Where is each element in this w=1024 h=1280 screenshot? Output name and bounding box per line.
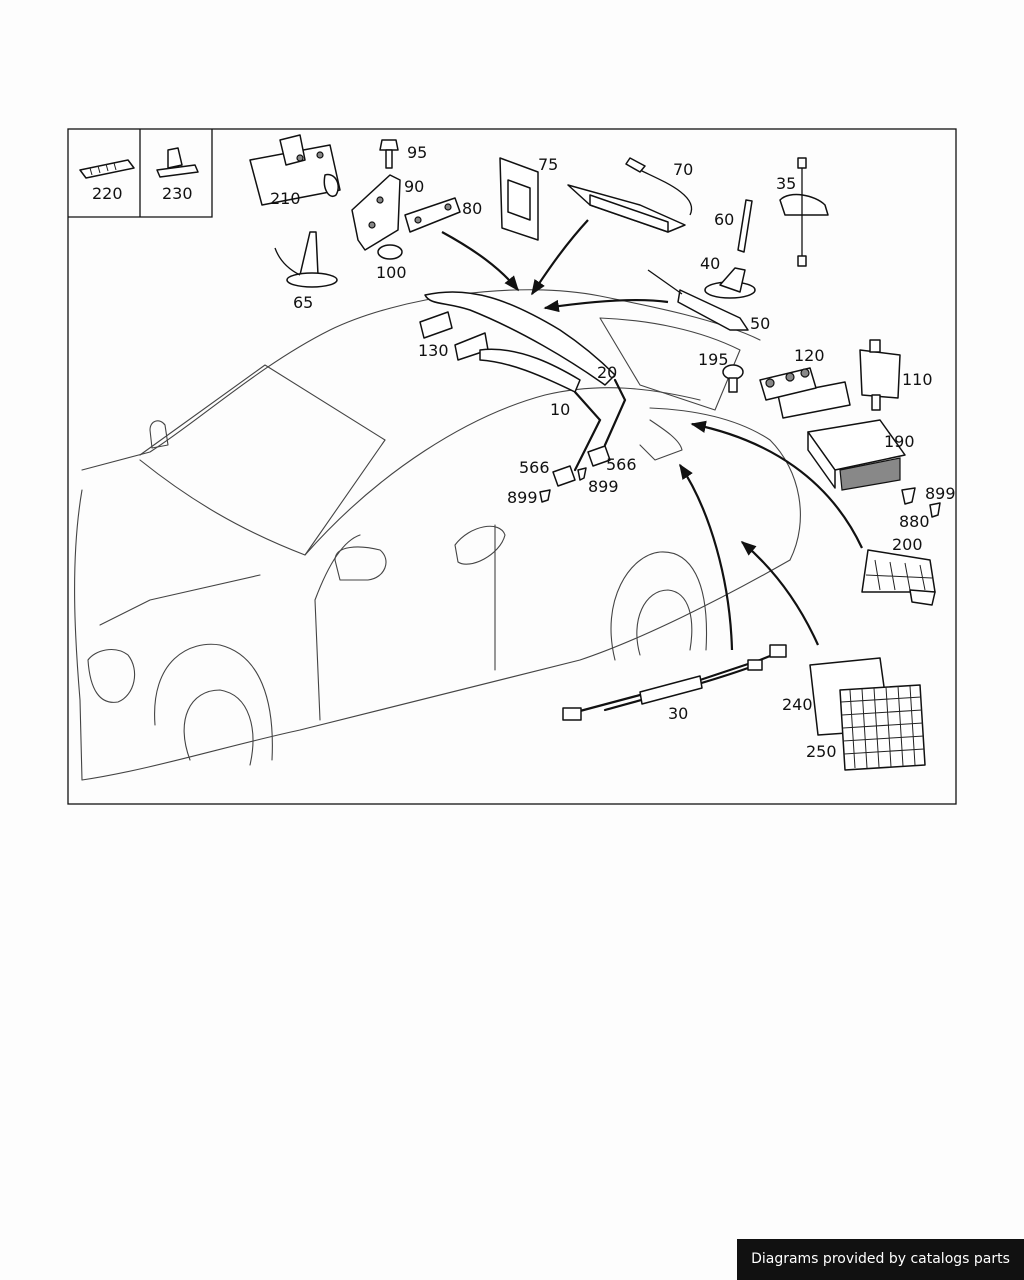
part-250-grille[interactable]	[839, 684, 926, 771]
label-80: 80	[462, 199, 482, 218]
label-899-right: 899	[925, 484, 956, 503]
part-75-module[interactable]	[499, 157, 539, 241]
label-100: 100	[376, 263, 407, 282]
label-190: 190	[884, 432, 915, 451]
part-30-harness[interactable]	[562, 644, 787, 721]
credit-badge: Diagrams provided by catalogs parts	[737, 1239, 1024, 1280]
label-240: 240	[782, 695, 813, 714]
credit-text: Diagrams provided by catalogs parts	[751, 1251, 1010, 1267]
part-40-base[interactable]	[704, 267, 756, 299]
label-50: 50	[750, 314, 770, 333]
label-30: 30	[668, 704, 688, 723]
label-120: 120	[794, 346, 825, 365]
label-95: 95	[407, 143, 427, 162]
label-899-mid: 899	[588, 477, 619, 496]
part-130-clips[interactable]	[419, 311, 489, 361]
part-210-bracket[interactable]	[249, 134, 341, 206]
part-110-module[interactable]	[859, 339, 901, 411]
car-outline	[74, 289, 801, 781]
part-60-rod-antenna[interactable]	[737, 199, 753, 253]
part-190-control-unit[interactable]	[807, 419, 906, 491]
label-195: 195	[698, 350, 729, 369]
part-230-holder[interactable]	[156, 147, 199, 178]
part-35-shark-antenna[interactable]	[779, 157, 829, 267]
part-899-screws[interactable]	[539, 467, 941, 518]
inset-box	[68, 129, 213, 218]
part-10-curtain-airbag[interactable]	[479, 348, 627, 472]
part-100-grommet[interactable]	[377, 244, 403, 260]
label-200: 200	[892, 535, 923, 554]
part-566-connectors[interactable]	[552, 445, 611, 487]
label-110: 110	[902, 370, 933, 389]
label-566-left: 566	[519, 458, 550, 477]
label-899-left: 899	[507, 488, 538, 507]
part-90-bracket[interactable]	[351, 174, 401, 251]
part-80-plate[interactable]	[404, 197, 461, 233]
label-75: 75	[538, 155, 558, 174]
label-130: 130	[418, 341, 449, 360]
label-40: 40	[700, 254, 720, 273]
assembly-arrows	[441, 219, 863, 651]
part-120-amplifier[interactable]	[759, 367, 851, 419]
label-35: 35	[776, 174, 796, 193]
label-20: 20	[597, 363, 617, 382]
diagram-frame	[67, 128, 957, 805]
label-250: 250	[806, 742, 837, 761]
label-230: 230	[162, 184, 193, 203]
part-200-bracket[interactable]	[861, 549, 936, 606]
part-20-curtain-airbag[interactable]	[424, 291, 616, 386]
label-65: 65	[293, 293, 313, 312]
part-220-clip[interactable]	[79, 159, 135, 179]
part-50-light[interactable]	[647, 269, 749, 331]
label-880: 880	[899, 512, 930, 531]
part-65-antenna[interactable]	[274, 231, 338, 288]
label-210: 210	[270, 189, 301, 208]
part-195-bolt[interactable]	[722, 364, 744, 393]
part-95-bolt[interactable]	[379, 139, 399, 169]
part-70-tray[interactable]	[567, 157, 693, 233]
label-566-right: 566	[606, 455, 637, 474]
part-number-labels: 220 230 210 95 90 80 100 75 70 60 35 65 …	[92, 143, 956, 761]
label-220: 220	[92, 184, 123, 203]
label-90: 90	[404, 177, 424, 196]
label-10: 10	[550, 400, 570, 419]
label-70: 70	[673, 160, 693, 179]
label-60: 60	[714, 210, 734, 229]
